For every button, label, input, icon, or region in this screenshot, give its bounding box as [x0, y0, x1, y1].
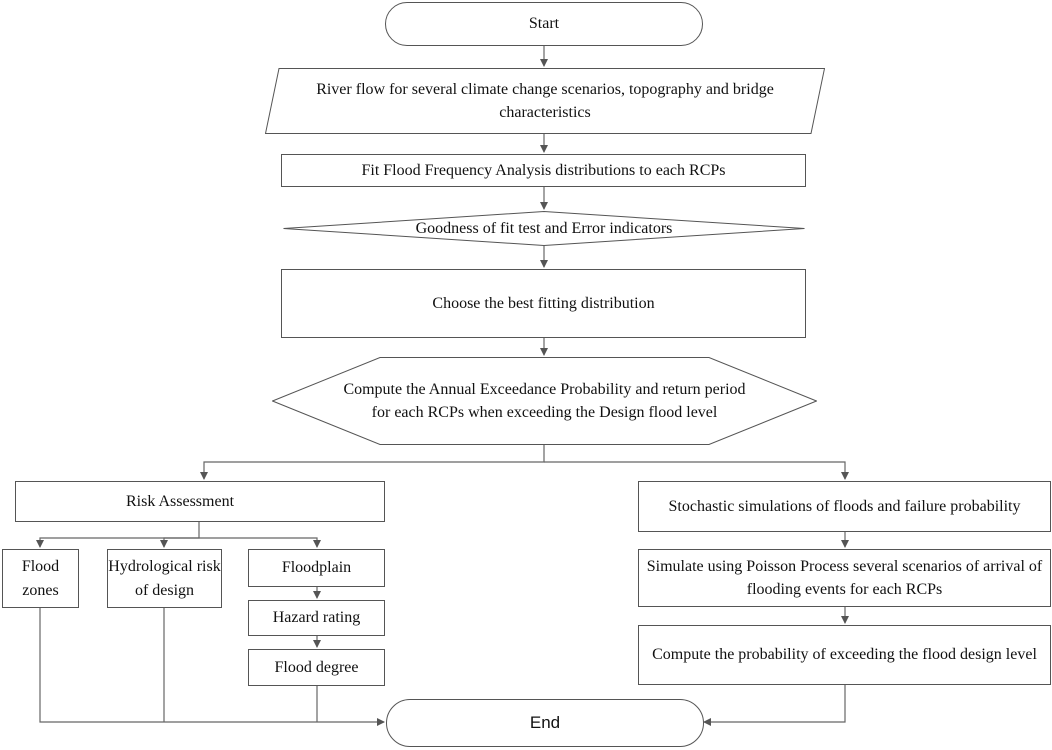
floodplain-box: Floodplain — [248, 549, 385, 587]
poisson-label: Simulate using Poisson Process several s… — [646, 557, 1043, 598]
choose-label: Choose the best fitting distribution — [432, 294, 655, 312]
arrow-compute-split — [200, 445, 545, 480]
arrow-risk-split — [36, 522, 200, 548]
poisson-simulation-box: Simulate using Poisson Process several s… — [638, 549, 1051, 607]
hexagon-shape — [272, 357, 817, 445]
flood-degree-box: Flood degree — [248, 649, 385, 686]
hazard-rating-box: Hazard rating — [248, 600, 385, 636]
start-label: Start — [528, 15, 560, 33]
end-label: End — [529, 712, 561, 732]
stochastic-simulation-box: Stochastic simulations of floods and fai… — [638, 481, 1051, 532]
flood-zones-label: Flood zones — [21, 558, 60, 599]
arrow-zones-to-end — [39, 608, 385, 726]
stochastic-label: Stochastic simulations of floods and fai… — [668, 497, 1021, 515]
input-label: River flow for several climate change sc… — [316, 80, 774, 121]
start-terminal: Start — [385, 2, 703, 46]
arrow-prob-to-end — [703, 685, 846, 726]
risk-assessment-label: Risk Assessment — [126, 492, 235, 510]
probability-label: Compute the probability of exceeding the… — [652, 646, 1037, 664]
fit-distributions-step: Fit Flood Frequency Analysis distributio… — [281, 154, 806, 187]
hazard-rating-label: Hazard rating — [272, 609, 361, 627]
flood-zones-box: Flood zones — [2, 549, 79, 608]
hydrological-risk-label: Hydrological risk of design — [108, 558, 221, 599]
compute-aep-label: Compute the Annual Exceedance Probabilit… — [343, 380, 746, 421]
floodplain-label: Floodplain — [281, 559, 352, 577]
parallelogram-shape — [265, 68, 825, 134]
choose-distribution-step: Choose the best fitting distribution — [281, 269, 806, 338]
risk-assessment-box: Risk Assessment — [15, 481, 385, 522]
arrow-compute-to-stochastic — [544, 461, 849, 480]
hydrological-risk-box: Hydrological risk of design — [107, 549, 222, 608]
arrow-risk-to-hydro — [160, 537, 199, 548]
input-data-node: River flow for several climate change sc… — [265, 68, 825, 134]
end-terminal: End — [386, 699, 704, 747]
goodness-label: Goodness of fit test and Error indicator… — [415, 219, 673, 237]
compute-aep-node: Compute the Annual Exceedance Probabilit… — [272, 357, 817, 445]
arrow-risk-to-floodplain — [199, 537, 321, 548]
goodness-of-fit-decision: Goodness of fit test and Error indicator… — [283, 211, 805, 246]
fit-label: Fit Flood Frequency Analysis distributio… — [361, 161, 726, 179]
flood-degree-label: Flood degree — [274, 658, 359, 676]
exceedance-probability-box: Compute the probability of exceeding the… — [638, 625, 1051, 685]
diamond-shape — [283, 211, 805, 246]
